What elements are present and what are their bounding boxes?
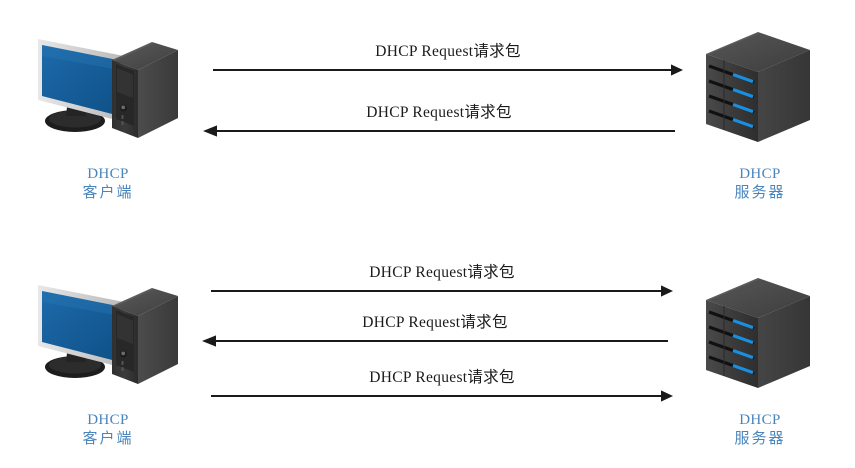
client-label-bottom-line2: 客户端 xyxy=(82,431,134,447)
message-top-2-label: DHCP Request请求包 xyxy=(366,104,512,121)
message-bottom-1: DHCP Request请求包 xyxy=(211,263,673,297)
arrow-right-bottom-1 xyxy=(211,285,673,297)
client-label-top-line2: 客户端 xyxy=(82,185,134,201)
server-label-bottom: DHCP 服务器 xyxy=(680,392,840,468)
message-bottom-2-label: DHCP Request请求包 xyxy=(362,314,508,331)
server-label-top: DHCP 服务器 xyxy=(680,146,840,222)
message-bottom-3-label: DHCP Request请求包 xyxy=(369,369,515,386)
client-label-bottom: DHCP 客户端 xyxy=(28,392,188,468)
server-label-bottom-line1: DHCP xyxy=(739,412,781,428)
server-tower-icon xyxy=(680,26,840,146)
message-bottom-1-label: DHCP Request请求包 xyxy=(369,264,515,281)
client-node-top: DHCP 客户端 xyxy=(28,26,188,222)
diagram-canvas: DHCP 客户端 xyxy=(28,26,840,447)
server-label-top-line2: 服务器 xyxy=(734,185,786,201)
arrow-right-bottom-3 xyxy=(211,390,673,402)
server-label-top-line1: DHCP xyxy=(739,166,781,182)
message-bottom-3: DHCP Request请求包 xyxy=(211,368,673,402)
desktop-computer-icon xyxy=(28,26,188,146)
server-label-bottom-line2: 服务器 xyxy=(734,431,786,447)
arrow-left-top-2 xyxy=(203,125,675,137)
client-label-top-line1: DHCP xyxy=(87,166,129,182)
client-label-bottom-line1: DHCP xyxy=(87,412,129,428)
arrow-right-top-1 xyxy=(213,64,683,76)
client-node-bottom: DHCP 客户端 xyxy=(28,272,188,468)
desktop-computer-icon xyxy=(28,272,188,392)
server-node-top: DHCP 服务器 xyxy=(680,26,840,222)
message-bottom-2: DHCP Request请求包 xyxy=(202,313,668,347)
arrow-left-bottom-2 xyxy=(202,335,668,347)
server-tower-icon xyxy=(680,272,840,392)
message-top-1-label: DHCP Request请求包 xyxy=(375,43,521,60)
message-top-1: DHCP Request请求包 xyxy=(213,42,683,76)
server-node-bottom: DHCP 服务器 xyxy=(680,272,840,468)
message-top-2: DHCP Request请求包 xyxy=(203,103,675,137)
client-label-top: DHCP 客户端 xyxy=(28,146,188,222)
